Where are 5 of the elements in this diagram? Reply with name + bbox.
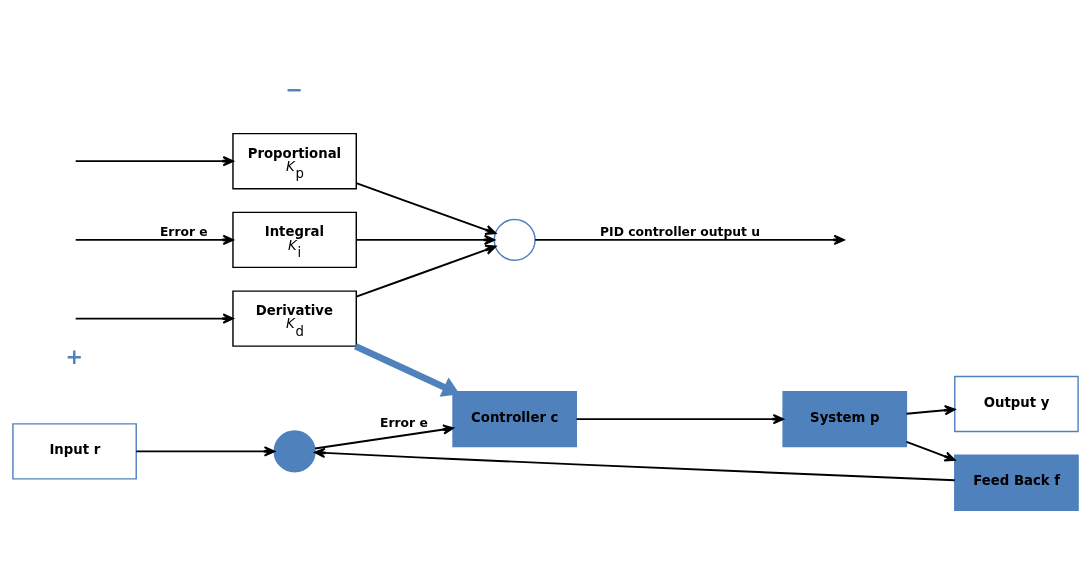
edge-label: Error e bbox=[159, 224, 208, 239]
label: − bbox=[285, 78, 304, 103]
edge-label: PID controller output u bbox=[600, 224, 761, 239]
edge-label: Error e bbox=[379, 416, 428, 431]
label: + bbox=[65, 344, 84, 369]
